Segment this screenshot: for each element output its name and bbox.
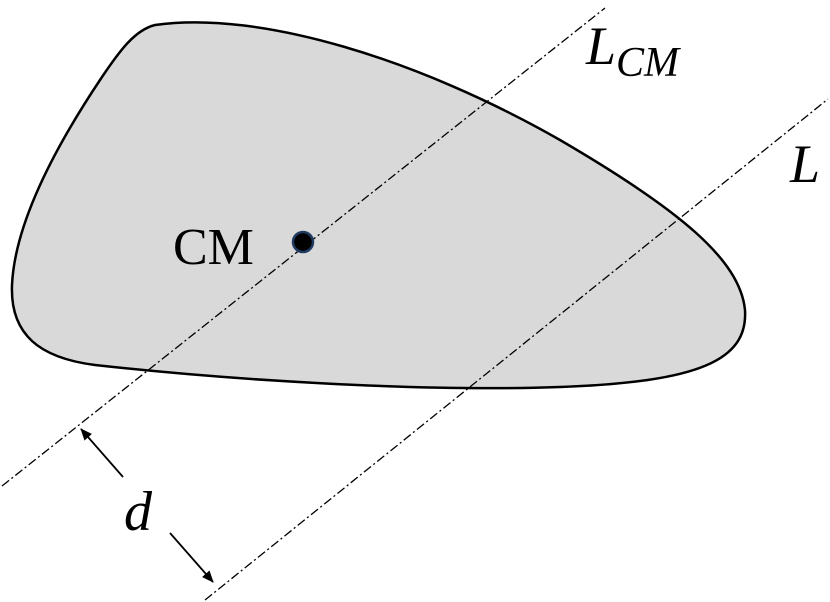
distance-arrow-lower	[169, 532, 214, 583]
axis-label-cm-main: L	[585, 16, 616, 76]
center-of-mass-label: CM	[173, 219, 254, 276]
axis-label-cm: LCM	[585, 16, 681, 86]
axis-line-cm	[1, 7, 606, 487]
center-of-mass-point	[291, 230, 315, 254]
distance-label: d	[124, 481, 153, 543]
axis-label-cm-subscript: CM	[616, 40, 681, 86]
distance-arrow-upper	[80, 428, 124, 478]
rigid-body-shape	[10, 21, 747, 390]
axis-line-parallel	[204, 98, 829, 601]
axis-label-parallel: L	[789, 134, 820, 194]
